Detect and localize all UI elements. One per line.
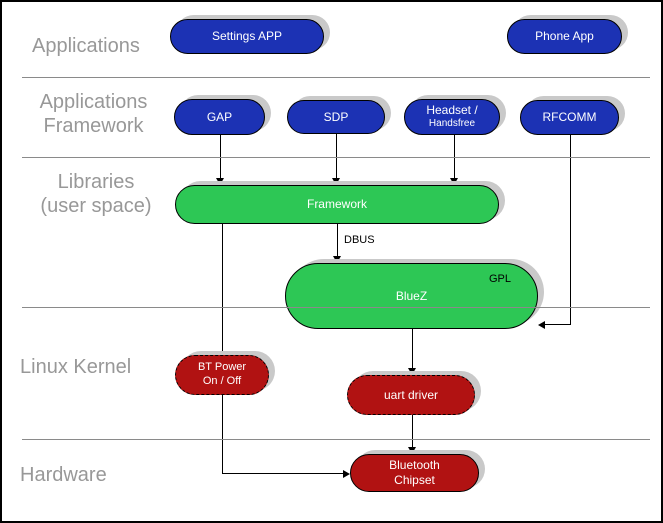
- layer-label-applications: Applications: [32, 35, 140, 57]
- node-settings-app: Settings APP: [170, 19, 324, 54]
- divider-libraries: [22, 307, 650, 308]
- node-uart-driver-label: uart driver: [383, 387, 439, 402]
- layer-label-applications-framework-line1: Applications: [39, 91, 148, 113]
- node-bluetooth-chipset-label-line1: Bluetooth: [389, 458, 440, 472]
- arrowhead-framework-to-chipset: [343, 470, 350, 478]
- arrowhead-gap-to-framework: [216, 178, 224, 185]
- layer-label-linux-kernel: Linux Kernel: [20, 356, 132, 378]
- node-framework-label: Framework: [306, 197, 367, 211]
- edge-framework-to-bluez-dbus: [337, 224, 338, 257]
- divider-kernel: [22, 439, 650, 440]
- layer-label-libraries-line2: (user space): [40, 195, 152, 217]
- node-bt-power: BT Power On / Off: [175, 355, 269, 395]
- node-bt-power-label-line1: BT Power: [197, 361, 247, 374]
- edge-framework-to-chipset-vertical: [222, 224, 223, 474]
- node-bt-power-label-line2: On / Off: [202, 375, 242, 387]
- layer-label-applications-framework-line2: Framework: [43, 115, 144, 137]
- node-headset-label-line2: Handsfree: [428, 118, 476, 130]
- arrowhead-sdp-to-framework: [332, 178, 340, 185]
- edge-rfcomm-to-bluez-horizontal: [545, 324, 571, 325]
- layer-label-libraries: Libraries (user space): [22, 170, 170, 218]
- node-headset-label-line1: Headset /: [426, 103, 478, 118]
- arrowhead-uart-to-chipset: [408, 447, 416, 454]
- node-sdp: SDP: [287, 100, 385, 134]
- node-headset-handsfree: Headset / Handsfree: [404, 99, 500, 135]
- node-bluez-label: BlueZ: [395, 288, 428, 303]
- edge-bluez-to-uart: [412, 329, 413, 369]
- gpl-badge: GPL: [488, 273, 511, 285]
- node-bluetooth-chipset-label-line2: Chipset: [394, 473, 435, 487]
- node-gap-label: GAP: [206, 109, 233, 124]
- arrowhead-rfcomm-to-bluez: [538, 321, 545, 329]
- layer-label-libraries-line1: Libraries: [57, 171, 135, 193]
- layer-label-applications-framework: Applications Framework: [22, 90, 165, 138]
- edge-framework-to-chipset-horizontal: [222, 473, 343, 474]
- divider-framework: [22, 157, 650, 158]
- node-rfcomm-label: RFCOMM: [542, 110, 597, 124]
- divider-applications: [22, 77, 650, 78]
- arrowhead-headset-to-framework: [450, 178, 458, 185]
- node-phone-app-label: Phone App: [535, 29, 594, 43]
- node-sdp-label: SDP: [323, 109, 349, 124]
- arrowhead-framework-to-bluez: [333, 256, 341, 263]
- edge-sdp-to-framework: [336, 134, 337, 179]
- edge-rfcomm-to-bluez-vertical: [570, 135, 571, 325]
- node-gap: GAP: [174, 99, 265, 135]
- node-settings-app-label: Settings APP: [211, 29, 283, 43]
- edge-uart-to-chipset: [412, 415, 413, 448]
- node-framework: Framework: [175, 185, 499, 224]
- node-bluetooth-chipset: Bluetooth Chipset: [350, 454, 479, 492]
- node-uart-driver: uart driver: [347, 375, 475, 415]
- node-phone-app: Phone App: [507, 19, 622, 54]
- node-rfcomm: RFCOMM: [520, 100, 619, 135]
- layer-label-hardware: Hardware: [20, 464, 107, 486]
- edge-label-dbus: DBUS: [344, 234, 375, 246]
- node-bluez: BlueZ GPL: [285, 263, 538, 329]
- arrowhead-bluez-to-uart: [408, 368, 416, 375]
